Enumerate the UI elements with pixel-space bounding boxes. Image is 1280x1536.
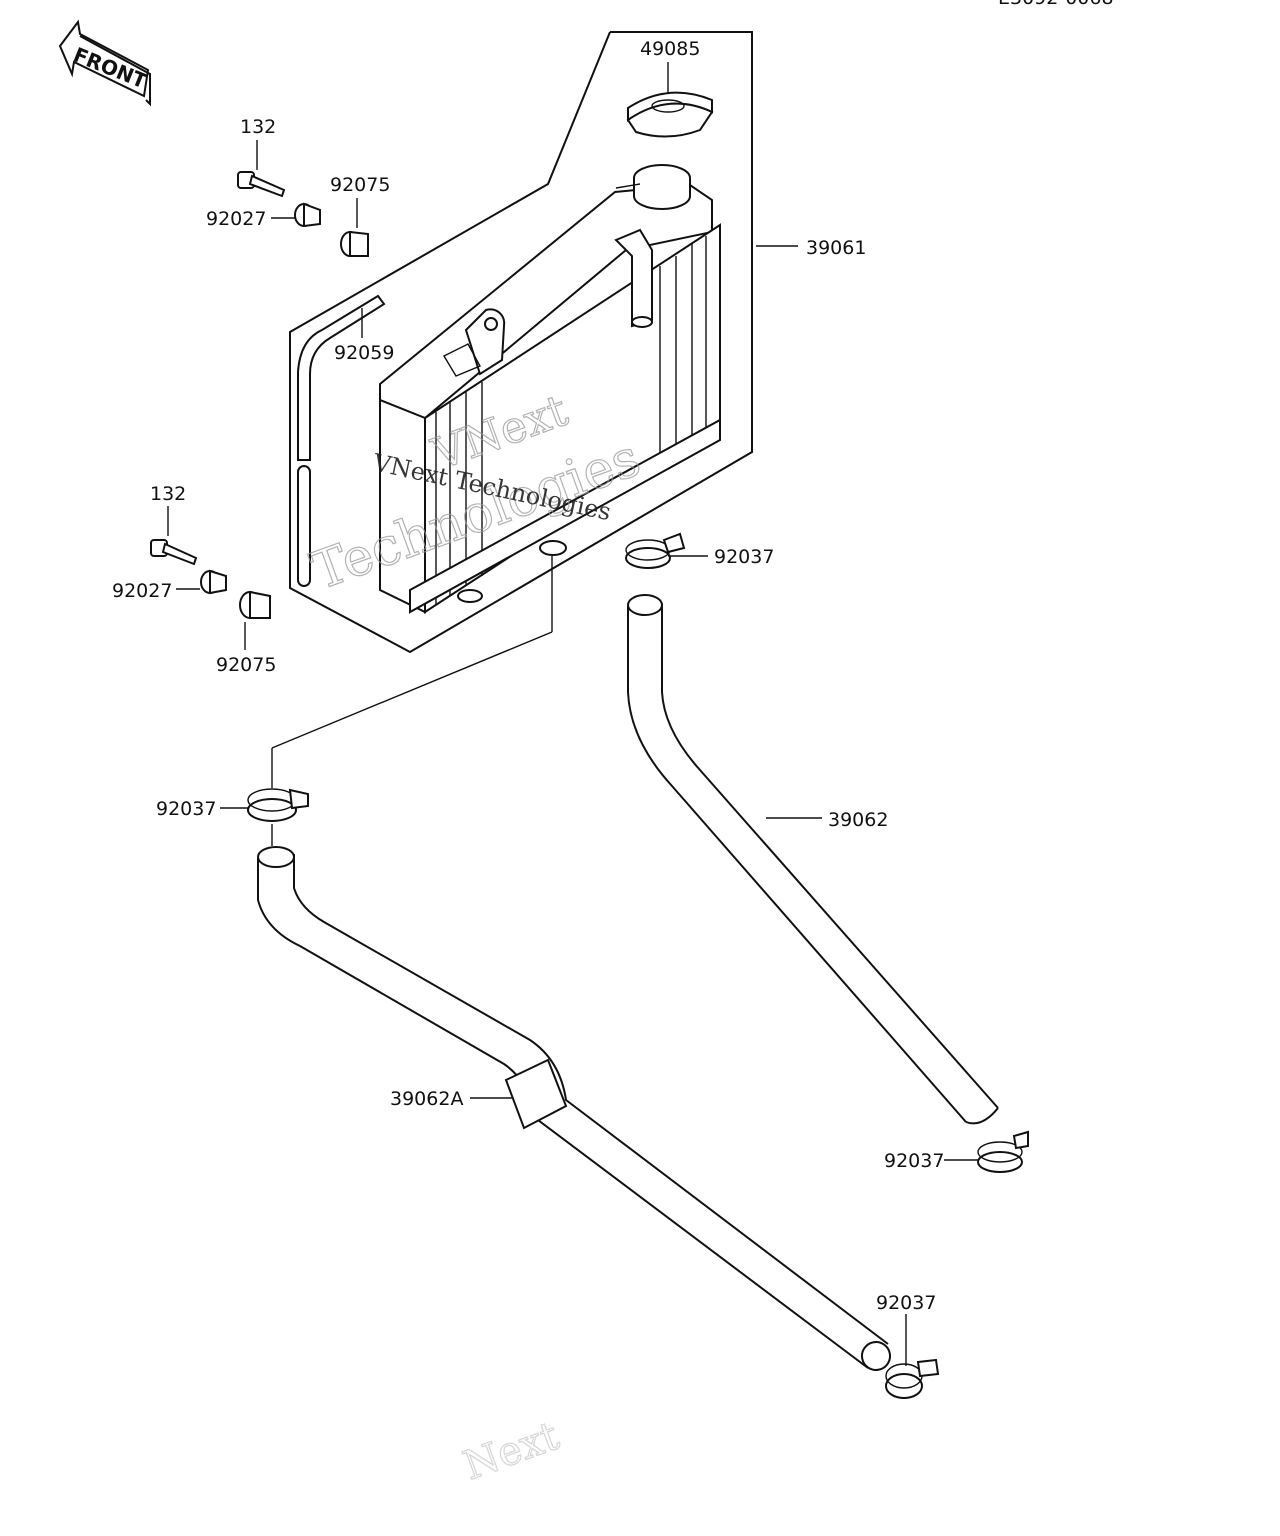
leader-lines [167,62,978,1366]
clamp-right-bottom [977,1130,1029,1173]
label-bolt-upper: 132 [240,116,276,138]
front-arrow-icon: FRONT [58,19,151,107]
label-grommet-upper: 92075 [330,174,390,196]
label-hose-left: 39062A [390,1088,463,1110]
label-clamp-right-bottom: 92037 [884,1150,944,1172]
label-clamp-left-bottom: 92037 [876,1292,936,1314]
label-radiator: 39061 [806,237,866,259]
grommet-lower [239,590,271,619]
label-bolt-lower: 132 [150,483,186,505]
label-collar-lower: 92027 [112,580,172,602]
bolt-lower [150,539,198,566]
radiator [379,164,721,614]
label-overflow-tube: 92059 [334,342,394,364]
bolt-upper [237,171,286,198]
hose-left [257,846,891,1371]
clamp-right-top [625,532,686,569]
label-hose-right: 39062 [828,809,888,831]
document-code: E3092-0068 [998,0,1114,9]
overflow-tube [297,294,386,587]
collar-upper [294,202,321,228]
label-grommet-lower: 92075 [216,654,276,676]
hose-right [627,594,999,1125]
label-cap: 49085 [640,38,700,60]
label-clamp-left-top: 92037 [156,798,216,820]
clamp-left-top [247,788,309,822]
collar-lower [200,569,227,595]
grommet-upper [340,230,369,257]
clamp-left-bottom [885,1358,940,1399]
radiator-cap [626,91,714,138]
assembly-outline [289,31,753,654]
svg-text:Next: Next [458,1413,565,1490]
label-clamp-right-top: 92037 [714,546,774,568]
label-collar-upper: 92027 [206,208,266,230]
